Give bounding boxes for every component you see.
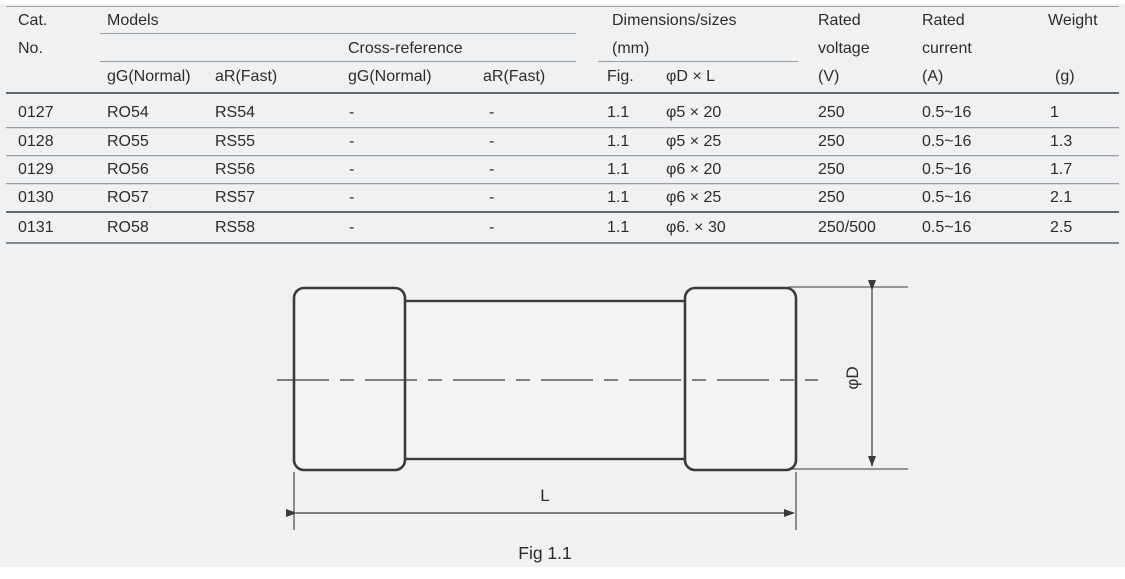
cell-current: 0.5~16: [922, 219, 972, 236]
cell-weight: 2.5: [1050, 219, 1073, 236]
fuse-dimension-drawing: φD L Fig 1.1: [277, 280, 908, 563]
header-cat-line2: No.: [18, 40, 43, 57]
cell-cross-gg: -: [349, 161, 355, 178]
cell-voltage: 250: [818, 104, 845, 121]
header-dimensions-line1: Dimensions/sizes: [612, 12, 737, 29]
subheader-cross-gg: gG(Normal): [348, 68, 432, 85]
subheader-voltage-unit: (V): [818, 68, 840, 85]
cell-cross-gg: -: [349, 133, 355, 150]
cell-cross-ar: -: [489, 133, 495, 150]
top-margin: [0, 0, 1125, 4]
figure-caption: Fig 1.1: [518, 543, 572, 563]
fuse-left-cap: [292, 286, 407, 472]
cell-dxl: φ6. × 30: [666, 219, 726, 236]
header-rated-current-line2: current: [922, 40, 972, 57]
cell-voltage: 250: [818, 189, 845, 206]
header-rated-voltage-line2: voltage: [818, 40, 870, 57]
header-cat-line1: Cat.: [18, 12, 48, 29]
row-separator: [6, 211, 1119, 213]
cell-voltage: 250/500: [818, 219, 876, 236]
cell-voltage: 250: [818, 133, 845, 150]
header-bottom-rule: [6, 92, 1119, 94]
cell-gg: RO57: [107, 189, 149, 206]
cell-cat: 0131: [18, 219, 54, 236]
cell-ar: RS58: [215, 219, 256, 236]
cell-weight: 2.1: [1050, 189, 1073, 206]
cell-gg: RO54: [107, 104, 149, 121]
header-models: Models: [107, 12, 159, 29]
cell-dxl: φ5 × 20: [666, 104, 722, 121]
cell-current: 0.5~16: [922, 104, 972, 121]
cell-ar: RS54: [215, 104, 256, 121]
header-dimensions-line2: (mm): [612, 40, 650, 57]
cell-dxl: φ6 × 25: [666, 189, 722, 206]
cell-fig: 1.1: [607, 161, 630, 178]
table-row: 0129 RO56 RS56 - - 1.1 φ6 × 20 250 0.5~1…: [0, 160, 1125, 180]
cell-fig: 1.1: [607, 133, 630, 150]
table-row: 0127 RO54 RS54 - - 1.1 φ5 × 20 250 0.5~1…: [0, 103, 1125, 123]
table-row: 0130 RO57 RS57 - - 1.1 φ6 × 25 250 0.5~1…: [0, 188, 1125, 208]
cell-weight: 1.7: [1050, 161, 1073, 178]
header-rated-current-line1: Rated: [922, 12, 965, 29]
cell-weight: 1.3: [1050, 133, 1073, 150]
cell-cross-gg: -: [349, 189, 355, 206]
cell-dxl: φ6 × 20: [666, 161, 722, 178]
dimensions-group-rule: [598, 61, 798, 62]
cell-cross-gg: -: [349, 219, 355, 236]
cell-ar: RS55: [215, 133, 256, 150]
cell-dxl: φ5 × 25: [666, 133, 722, 150]
cell-fig: 1.1: [607, 104, 630, 121]
cell-fig: 1.1: [607, 189, 630, 206]
subheader-ar-fast: aR(Fast): [215, 68, 278, 85]
phi-d-label: φD: [843, 366, 862, 389]
bottom-margin: [0, 567, 1125, 579]
cell-cat: 0127: [18, 104, 54, 121]
models-group-rule: [100, 33, 576, 34]
cell-gg: RO55: [107, 133, 149, 150]
table-top-rule: [6, 6, 1119, 7]
subheader-current-unit: (A): [922, 68, 944, 85]
cell-cat: 0129: [18, 161, 54, 178]
cell-ar: RS56: [215, 161, 256, 178]
cell-cross-gg: -: [349, 104, 355, 121]
table-row: 0131 RO58 RS58 - - 1.1 φ6. × 30 250/500 …: [0, 218, 1125, 238]
subheader-cross-ar: aR(Fast): [483, 68, 546, 85]
subheader-gg-normal: gG(Normal): [107, 68, 191, 85]
cell-current: 0.5~16: [922, 161, 972, 178]
cell-fig: 1.1: [607, 219, 630, 236]
cell-current: 0.5~16: [922, 133, 972, 150]
row-separator: [6, 183, 1119, 184]
cell-cross-ar: -: [489, 189, 495, 206]
cell-current: 0.5~16: [922, 189, 972, 206]
subheader-weight-unit: (g): [1055, 68, 1075, 85]
cell-cat: 0128: [18, 133, 54, 150]
cell-gg: RO58: [107, 219, 149, 236]
l-label: L: [540, 486, 549, 505]
header-rated-voltage-line1: Rated: [818, 12, 861, 29]
table-row: 0128 RO55 RS55 - - 1.1 φ5 × 25 250 0.5~1…: [0, 132, 1125, 152]
cell-cat: 0130: [18, 189, 54, 206]
cross-reference-group-rule: [100, 61, 576, 62]
cell-gg: RO56: [107, 161, 149, 178]
cell-voltage: 250: [818, 161, 845, 178]
header-cross-reference: Cross-reference: [348, 40, 463, 57]
table-bottom-rule: [6, 242, 1119, 244]
fuse-right-cap: [683, 286, 798, 472]
row-separator: [6, 127, 1119, 128]
cell-cross-ar: -: [489, 219, 495, 236]
header-weight: Weight: [1048, 12, 1098, 29]
cell-cross-ar: -: [489, 161, 495, 178]
cell-weight: 1: [1050, 104, 1059, 121]
cell-ar: RS57: [215, 189, 256, 206]
row-separator: [6, 155, 1119, 156]
cell-cross-ar: -: [489, 104, 495, 121]
subheader-fig: Fig.: [607, 68, 634, 85]
subheader-dxl: φD × L: [666, 68, 716, 85]
